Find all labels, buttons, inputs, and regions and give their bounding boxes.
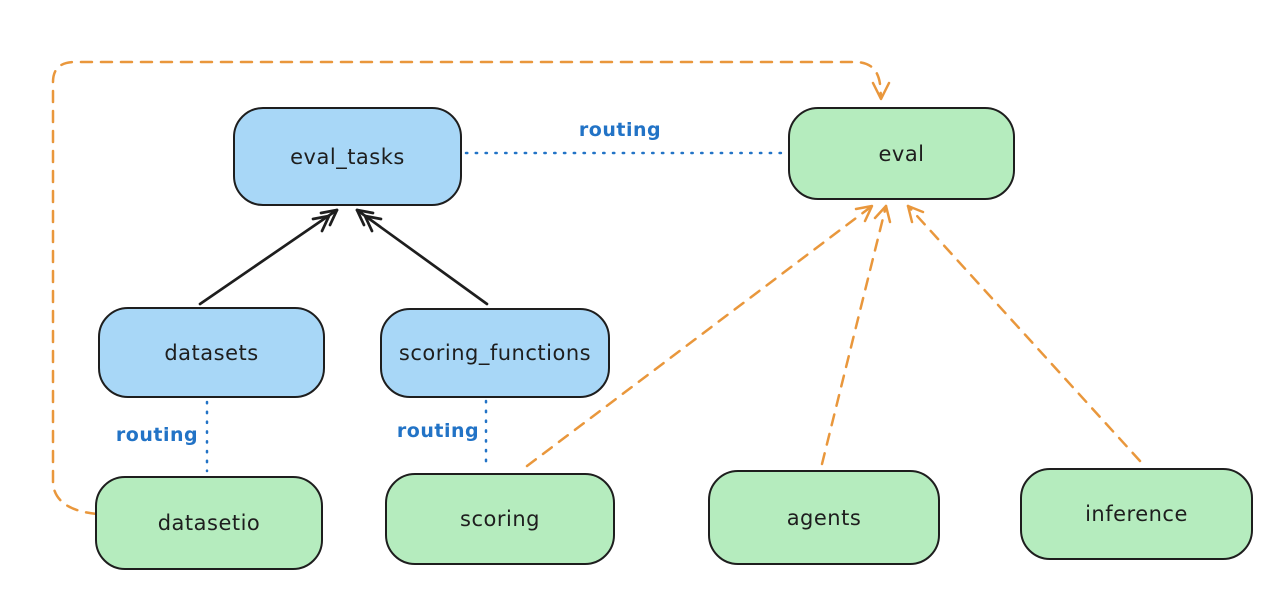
- node-datasetio: datasetio: [95, 476, 323, 570]
- node-inference-label: inference: [1085, 502, 1188, 526]
- node-scoring-functions-label: scoring_functions: [398, 341, 592, 365]
- edge-label-routing-eval-tasks-eval: routing: [578, 119, 662, 141]
- node-datasets: datasets: [98, 307, 325, 398]
- edge-inference-to-eval: [906, 204, 1142, 463]
- edge-agents-to-eval: [820, 204, 892, 466]
- node-datasets-label: datasets: [164, 340, 259, 365]
- edge-datasets-to-eval-tasks: [198, 208, 339, 306]
- node-eval: eval: [788, 107, 1015, 200]
- edge-label-routing-datasets-datasetio: routing: [115, 424, 199, 446]
- node-scoring-label: scoring: [460, 507, 540, 531]
- edge-scoring-functions-to-eval-tasks: [355, 208, 489, 306]
- edge-label-routing-scoring-functions-scoring: routing: [396, 420, 480, 442]
- node-eval-tasks-label: eval_tasks: [290, 144, 405, 169]
- node-eval-tasks: eval_tasks: [233, 107, 462, 206]
- node-datasetio-label: datasetio: [157, 511, 261, 535]
- node-inference: inference: [1020, 468, 1253, 560]
- node-agents-label: agents: [786, 505, 862, 530]
- node-scoring-functions: scoring_functions: [380, 308, 610, 398]
- node-agents: agents: [708, 470, 940, 565]
- edge-datasetio-to-eval-loop: [51, 60, 891, 516]
- node-eval-label: eval: [878, 141, 925, 166]
- edge-scoring-to-eval: [525, 204, 874, 468]
- node-scoring: scoring: [385, 473, 615, 565]
